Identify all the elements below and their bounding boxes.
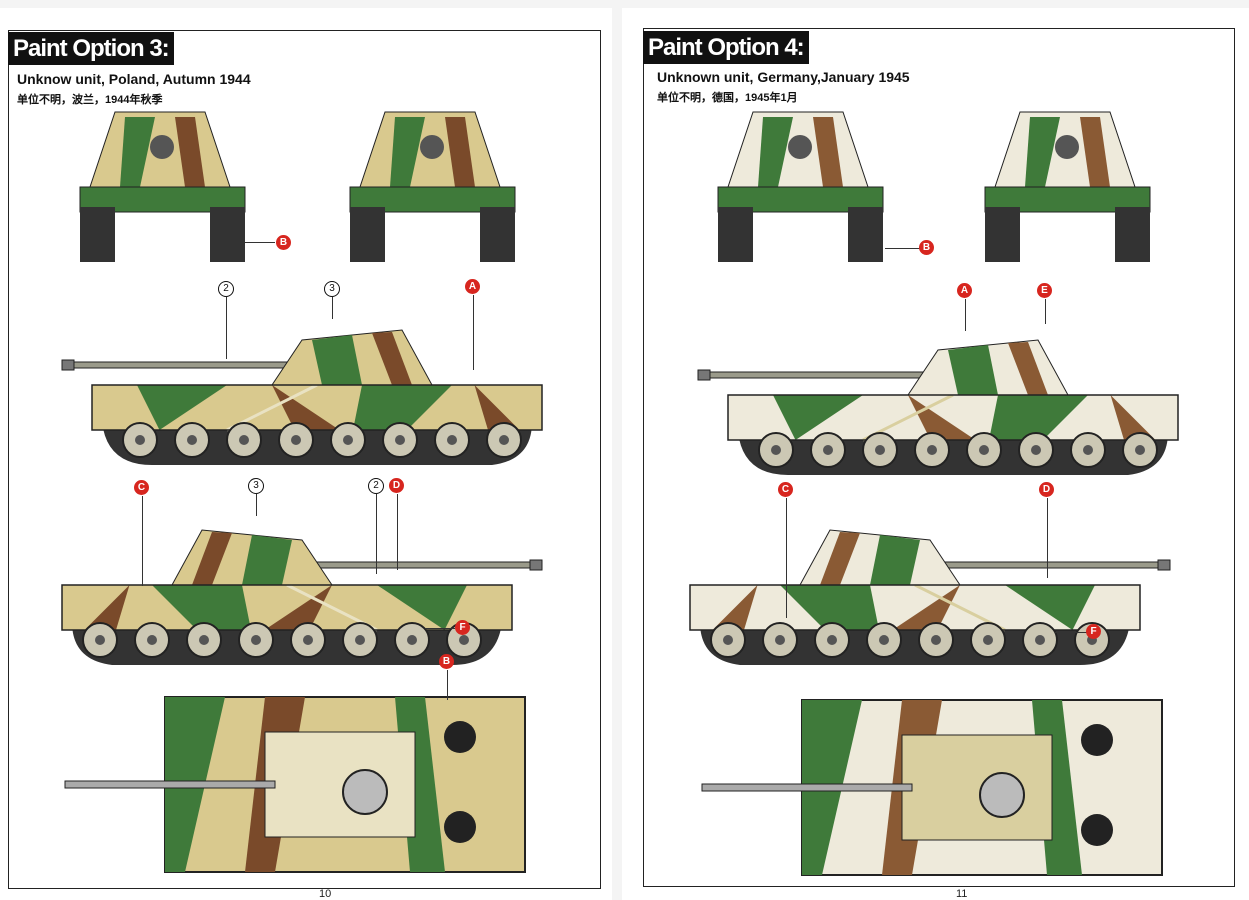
callout-e: E <box>1037 283 1052 298</box>
tank-rear-view <box>349 111 516 262</box>
leader-line <box>142 496 143 586</box>
option-4-subtitle-cn: 单位不明，德国，1945年1月 <box>657 92 798 104</box>
callout-b: B <box>439 654 454 669</box>
leader-line <box>965 299 966 331</box>
callout-b: B <box>919 240 934 255</box>
page-number-right: 11 <box>956 888 968 900</box>
callout-c: C <box>778 482 793 497</box>
option-4-subtitle-en: Unknown unit, Germany,January 1945 <box>657 69 910 85</box>
leader-line <box>1055 632 1087 633</box>
page-number-left: 10 <box>319 888 332 900</box>
tank-right-side-view <box>689 529 1171 665</box>
tank-left-side-view <box>61 329 543 465</box>
tank-top-view <box>64 696 526 873</box>
tank-front-view <box>717 111 884 262</box>
leader-line <box>1045 299 1046 324</box>
leader-line <box>786 498 787 618</box>
callout-2: 2 <box>368 478 384 494</box>
callout-f: F <box>1086 624 1101 639</box>
leader-line <box>256 494 257 516</box>
callout-d: D <box>1039 482 1054 497</box>
callout-a: A <box>465 279 480 294</box>
tank-front-view <box>79 111 246 262</box>
callout-2: 2 <box>218 281 234 297</box>
leader-line <box>226 297 227 359</box>
callout-3: 3 <box>248 478 264 494</box>
option-3-subtitle-en: Unknow unit, Poland, Autumn 1944 <box>17 71 251 87</box>
callout-a: A <box>957 283 972 298</box>
leader-line <box>425 628 455 629</box>
callout-f: F <box>455 620 470 635</box>
paint-option-3-title: Paint Option 3: <box>8 32 174 65</box>
tank-right-side-view <box>61 529 543 665</box>
tank-left-side-view <box>697 339 1179 475</box>
leader-line <box>447 670 448 700</box>
leader-line <box>473 295 474 370</box>
leader-line <box>1047 498 1048 578</box>
leader-line <box>376 494 377 574</box>
leader-line <box>332 297 333 319</box>
paint-option-4-title: Paint Option 4: <box>643 31 809 64</box>
callout-d: D <box>389 478 404 493</box>
callout-c: C <box>134 480 149 495</box>
leader-line <box>397 494 398 570</box>
tank-rear-view <box>984 111 1151 262</box>
option-3-subtitle-cn: 单位不明，波兰，1944年秋季 <box>17 94 163 106</box>
leader-line <box>885 248 920 249</box>
tank-top-view <box>701 699 1163 876</box>
callout-3: 3 <box>324 281 340 297</box>
leader-line <box>245 242 275 243</box>
callout-b: B <box>276 235 291 250</box>
